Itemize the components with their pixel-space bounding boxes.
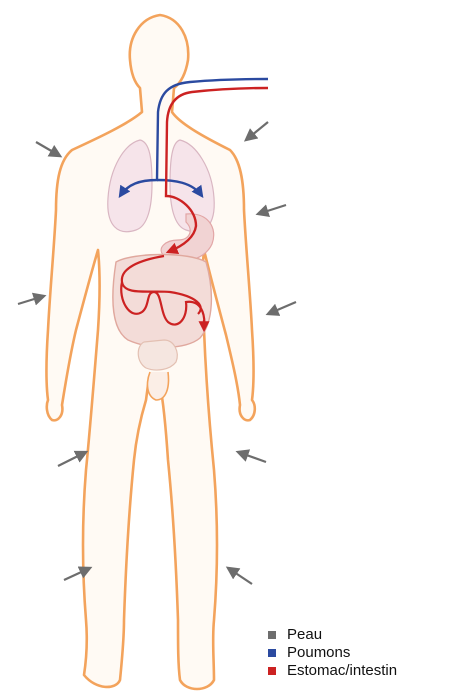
skin-arrow: [18, 296, 44, 304]
legend: Peau Poumons Estomac/intestin: [268, 626, 397, 680]
skin-arrow: [228, 568, 252, 584]
skin-arrow: [268, 302, 296, 314]
legend-item-skin: Peau: [268, 626, 397, 644]
legend-swatch-digestive: [268, 667, 276, 675]
legend-label-lungs: Poumons: [287, 644, 350, 662]
legend-label-digestive: Estomac/intestin: [287, 662, 397, 680]
skin-arrow: [36, 142, 60, 156]
legend-item-digestive: Estomac/intestin: [268, 662, 397, 680]
bladder: [138, 340, 177, 370]
skin-arrow: [58, 452, 86, 466]
skin-arrow: [238, 452, 266, 462]
legend-swatch-skin: [268, 631, 276, 639]
genitals: [148, 372, 169, 400]
skin-arrow: [246, 122, 268, 140]
legend-item-lungs: Poumons: [268, 644, 397, 662]
skin-arrow: [258, 205, 286, 214]
legend-label-skin: Peau: [287, 626, 322, 644]
legend-swatch-lungs: [268, 649, 276, 657]
